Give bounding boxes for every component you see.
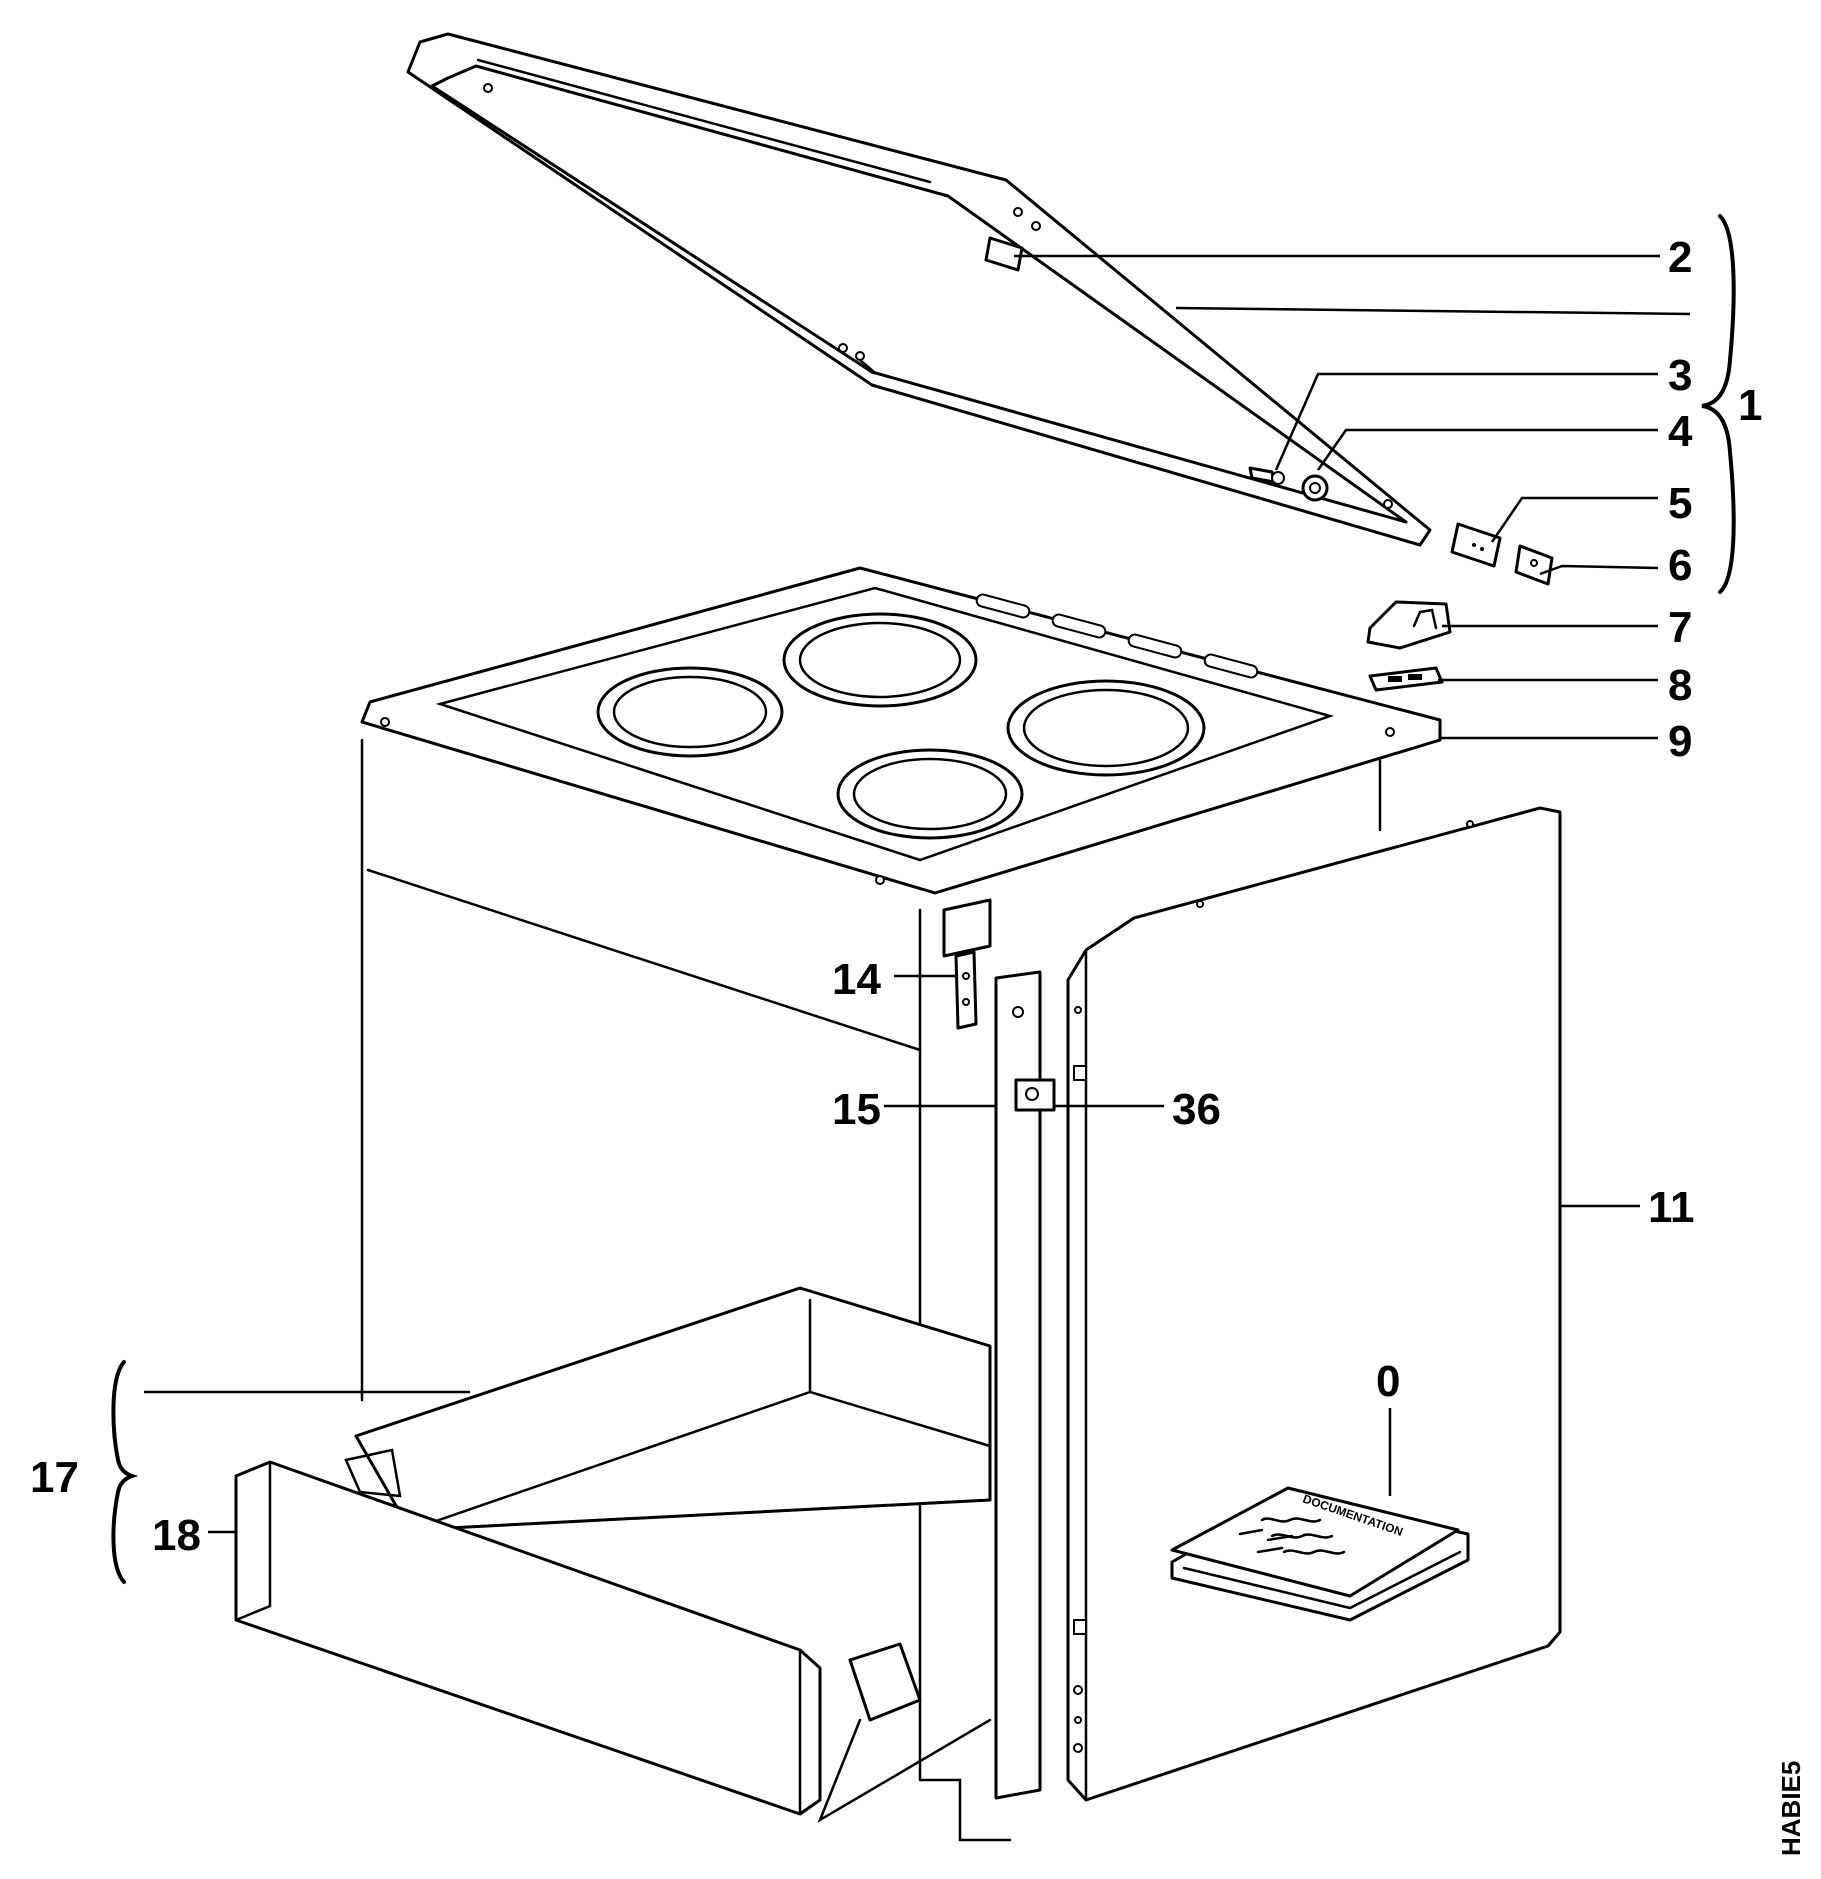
diagram-code: HABIE5 xyxy=(1776,1761,1806,1856)
leader-lines xyxy=(144,254,1691,1534)
callout-4: 4 xyxy=(1668,407,1693,456)
callout-17: 17 xyxy=(30,1453,79,1502)
documentation-booklet: DOCUMENTATION xyxy=(1170,1486,1470,1622)
lid-frame xyxy=(406,32,1432,547)
storage-drawer-17 xyxy=(344,1286,992,1823)
callout-2: 2 xyxy=(1668,233,1692,282)
callout-36: 36 xyxy=(1172,1085,1221,1134)
brace-part-17 xyxy=(111,1360,139,1584)
callout-7: 7 xyxy=(1668,603,1692,652)
callout-1: 1 xyxy=(1738,381,1762,430)
magnet-catch-36 xyxy=(1014,1078,1056,1112)
callout-9: 9 xyxy=(1668,717,1692,766)
brace-part-1 xyxy=(1701,214,1736,594)
hinge-plate-5 xyxy=(1450,522,1502,568)
hinge-bracket-8 xyxy=(1368,666,1444,692)
callout-14: 14 xyxy=(832,955,881,1004)
callout-6: 6 xyxy=(1668,541,1692,590)
hotplate-ring-left xyxy=(596,666,784,758)
lid-buffer-3 xyxy=(1248,466,1285,485)
hotplate-ring-right xyxy=(1006,679,1206,777)
drawer-front-panel-18 xyxy=(234,1460,822,1816)
callout-18: 18 xyxy=(152,1511,201,1560)
hinge-cover-6 xyxy=(1514,544,1554,586)
callout-0: 0 xyxy=(1376,1357,1400,1406)
hotplate-ring-front xyxy=(836,748,1024,840)
callout-3: 3 xyxy=(1668,351,1692,400)
lid-hinge-clip-2 xyxy=(984,236,1024,272)
callout-8: 8 xyxy=(1668,661,1692,710)
callout-15: 15 xyxy=(832,1085,881,1134)
hob-worktop xyxy=(360,566,1442,895)
callout-5: 5 xyxy=(1668,479,1692,528)
upper-bracket-14 xyxy=(942,898,992,1030)
hinge-block-7 xyxy=(1366,600,1452,650)
lid-stopper-4 xyxy=(1301,474,1329,502)
callout-11: 11 xyxy=(1648,1183,1695,1232)
hotplate-ring-rear xyxy=(782,612,978,708)
door-strip-15 xyxy=(994,970,1042,1800)
side-door-panel-11 xyxy=(1066,806,1562,1802)
